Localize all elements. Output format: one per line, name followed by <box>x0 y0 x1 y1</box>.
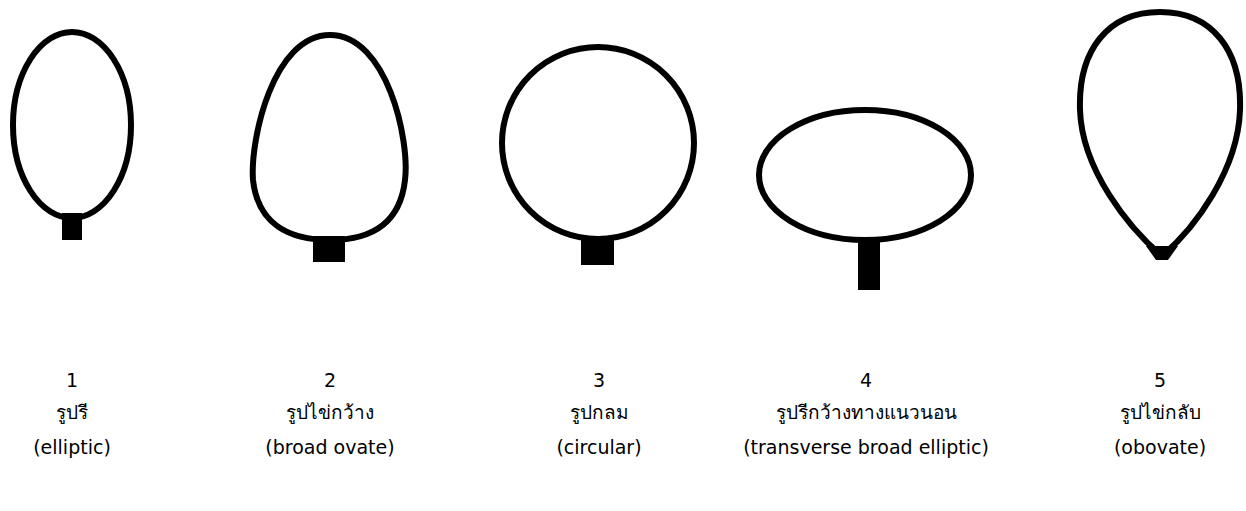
thai-shape-name: รูปไข่กว้าง <box>286 400 374 424</box>
petiole <box>313 236 345 262</box>
circular-shape <box>502 47 694 239</box>
english-shape-name: (broad ovate) <box>265 435 394 459</box>
broad-ovate-shape <box>253 35 406 240</box>
callout-number: 3 <box>593 368 605 392</box>
english-shape-name: (circular) <box>556 435 641 459</box>
thai-shape-name: รูปรี <box>56 400 88 424</box>
thai-shape-name: รูปไข่กลับ <box>1120 400 1201 424</box>
english-shape-name: (elliptic) <box>33 435 111 459</box>
callout-number: 5 <box>1154 368 1166 392</box>
thai-shape-name: รูปรีกว้างทางแนวนอน <box>776 400 957 424</box>
petiole <box>62 213 82 240</box>
petiole <box>581 237 614 265</box>
petiole <box>1146 246 1178 260</box>
callout-number: 2 <box>324 368 336 392</box>
elliptic-shape <box>13 32 131 218</box>
english-shape-name: (transverse broad elliptic) <box>743 435 989 459</box>
callout-number: 1 <box>66 368 78 392</box>
english-shape-name: (obovate) <box>1114 435 1206 459</box>
petiole <box>858 238 880 290</box>
thai-shape-name: รูปกลม <box>570 400 629 424</box>
obovate-shape <box>1080 12 1240 256</box>
callout-number: 4 <box>860 368 872 392</box>
transverse-elliptic-shape <box>759 110 971 240</box>
